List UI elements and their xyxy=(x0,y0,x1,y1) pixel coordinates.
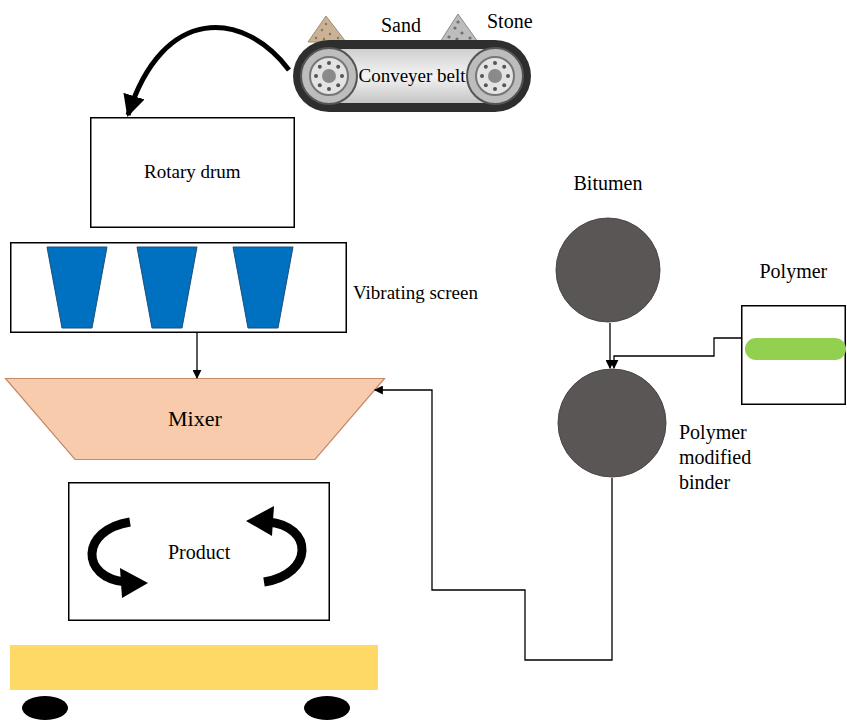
wheel-hub xyxy=(322,69,336,83)
mixer-outline xyxy=(6,379,385,460)
wheel-bolt xyxy=(493,87,497,91)
wheel-bolt xyxy=(506,74,510,78)
wheel-bolt xyxy=(480,74,484,78)
process-box: Rotary drum xyxy=(90,117,295,228)
box-outline xyxy=(742,306,846,405)
wheel-bolt xyxy=(336,65,340,69)
wheel-bolt xyxy=(318,83,322,87)
material-label: Sand xyxy=(381,13,421,37)
node-label: Product xyxy=(168,540,230,564)
flow-arrow xyxy=(614,338,741,368)
wheel-bolt xyxy=(327,61,331,65)
bitumen-tank-outline xyxy=(555,217,661,323)
node-label: Polymer modified binder xyxy=(679,420,779,495)
bitumen-tank: Bitumen xyxy=(555,217,661,323)
cycle-arrowhead xyxy=(120,568,148,598)
node-label: Mixer xyxy=(168,406,222,432)
flow-arrow xyxy=(375,390,612,660)
flow-arrow xyxy=(196,333,197,378)
truck-wheel xyxy=(304,696,350,720)
wheel-bolt xyxy=(484,83,488,87)
node-label: Polymer xyxy=(760,259,828,283)
product-box: Product xyxy=(68,482,330,621)
box-outline xyxy=(69,483,330,621)
tank-circle xyxy=(558,369,666,477)
binder-tank-outline xyxy=(557,368,667,478)
polymer-box: Polymer xyxy=(741,305,846,405)
wheel-bolt xyxy=(484,65,488,69)
sand-texture xyxy=(315,23,339,40)
belt-outer xyxy=(293,40,531,112)
wheel-bolt xyxy=(327,87,331,91)
wheel-bolt xyxy=(314,74,318,78)
box-outline xyxy=(11,243,347,333)
box-outline xyxy=(91,118,295,228)
screen-funnel xyxy=(47,247,107,328)
mixer-hopper: Mixer xyxy=(5,378,385,460)
wheel-rim xyxy=(476,57,514,95)
wheel-bolt xyxy=(336,83,340,87)
material-label: Stone xyxy=(487,9,533,33)
wheel-bolt xyxy=(340,74,344,78)
node-label: Vibrating screen xyxy=(353,282,478,305)
wheel-bolt xyxy=(502,83,506,87)
binder-tank: Polymer modified binder xyxy=(557,368,667,478)
truck-wheel xyxy=(22,696,68,720)
screen-funnel xyxy=(137,247,197,328)
vibrating-screen-outline xyxy=(10,242,347,333)
stone-texture xyxy=(447,20,471,40)
sand-pile xyxy=(308,16,346,42)
wheel-bolt xyxy=(318,65,322,69)
stone-pile xyxy=(440,14,478,42)
conveyor-belt: Conveyer belt xyxy=(293,40,531,112)
node-label: Bitumen xyxy=(574,171,643,195)
belt-wheel xyxy=(301,48,357,104)
cycle-arrowhead xyxy=(246,506,274,536)
node-label: Rotary drum xyxy=(144,161,241,184)
flow-arrow xyxy=(609,323,610,368)
screen-funnel xyxy=(233,247,293,328)
node-label: Conveyer belt xyxy=(359,65,466,88)
vibrating-screen: Vibrating screen xyxy=(10,242,347,333)
wheel-hub xyxy=(488,69,502,83)
truck-body xyxy=(10,645,378,690)
wheel-bolt xyxy=(493,61,497,65)
wheel-bolt xyxy=(502,65,506,69)
polymer-pellet xyxy=(745,338,846,360)
polymer-box-outline xyxy=(741,305,846,405)
wheel-rim xyxy=(310,57,348,95)
flow-arrow xyxy=(128,28,289,115)
tank-circle xyxy=(556,218,660,322)
belt-wheel xyxy=(467,48,523,104)
